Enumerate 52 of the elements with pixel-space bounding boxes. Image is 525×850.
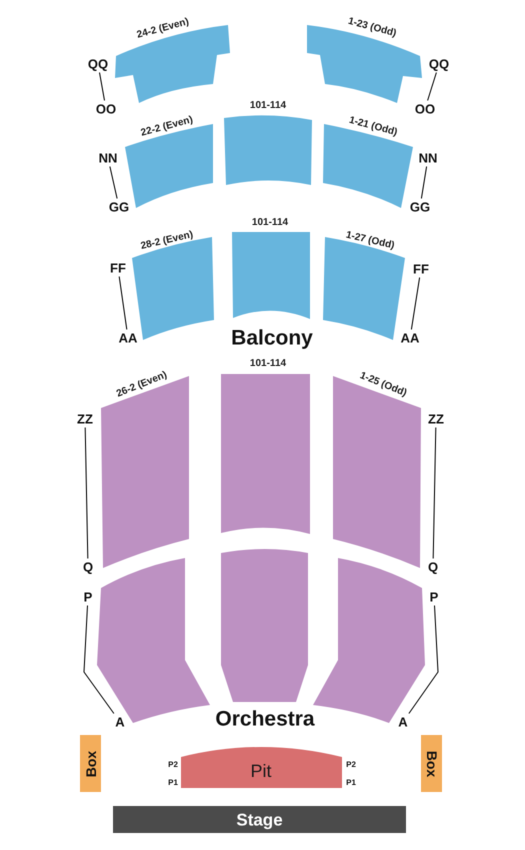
section-label: 1-21 (Odd)	[348, 116, 398, 138]
row-label: NN	[418, 152, 438, 164]
stage-block	[113, 806, 406, 833]
row-label: A	[115, 716, 125, 728]
area-label: Balcony	[231, 328, 313, 348]
section-label: 22-2 (Even)	[140, 115, 194, 139]
section-label: 1-23 (Odd)	[346, 16, 398, 40]
section-label: 24-2 (Even)	[136, 17, 190, 41]
section-label: 101-114	[250, 101, 286, 111]
section-label: Box	[84, 750, 98, 777]
row-range-line	[410, 277, 420, 330]
stage-label: Stage	[236, 811, 283, 828]
box-seating-block	[80, 735, 101, 792]
row-range-line	[427, 72, 437, 101]
row-label: P1	[346, 779, 356, 787]
row-range-line	[118, 276, 128, 330]
row-label: NN	[98, 152, 118, 164]
row-label: FF	[110, 262, 126, 274]
row-label: P1	[168, 779, 178, 787]
row-label: GG	[410, 200, 430, 214]
section-label: 28-2 (Even)	[140, 230, 194, 252]
row-label: Q	[82, 560, 94, 574]
row-label: GG	[108, 200, 130, 214]
row-label: OO	[414, 102, 436, 116]
row-label: AA	[400, 332, 420, 344]
row-label: ZZ	[77, 412, 93, 426]
row-label: A	[398, 716, 408, 728]
row-label: ZZ	[428, 412, 444, 426]
row-range-line	[420, 166, 428, 199]
row-range-line	[109, 166, 118, 199]
row-label: P2	[346, 761, 356, 769]
row-label: AA	[118, 332, 138, 344]
row-range-line	[84, 427, 88, 559]
row-label: QQ	[88, 58, 108, 70]
section-label: 101-114	[252, 218, 288, 228]
row-range-line	[99, 72, 105, 101]
box-seating-block	[421, 735, 442, 792]
row-label: P2	[168, 761, 178, 769]
row-label: OO	[96, 102, 116, 116]
row-label: P	[430, 590, 438, 604]
row-label: QQ	[428, 58, 450, 70]
row-label: P	[84, 590, 92, 604]
section-label: 101-114	[250, 359, 286, 369]
section-label: Box	[424, 750, 438, 777]
section-label: Pit	[250, 762, 272, 780]
area-label: Orchestra	[215, 708, 315, 730]
row-range-line	[432, 427, 436, 559]
row-range-line	[84, 605, 114, 714]
row-range-line	[408, 605, 438, 714]
row-label: FF	[413, 262, 429, 276]
row-label: Q	[428, 560, 438, 574]
section-label: 1-27 (Odd)	[344, 230, 396, 252]
